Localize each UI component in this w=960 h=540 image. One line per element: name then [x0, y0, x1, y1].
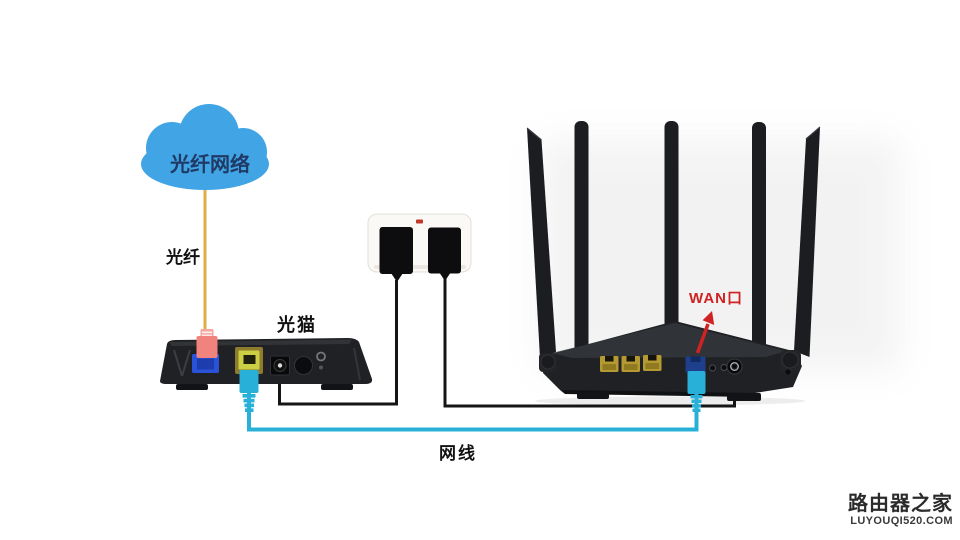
- lan-port: [600, 356, 619, 372]
- antenna-outer-left: [527, 128, 556, 358]
- watermark-title: 路由器之家: [848, 493, 953, 515]
- wan-port-label: WAN口: [689, 290, 743, 307]
- ethernet-plug-router: [687, 371, 706, 412]
- fiber-cable-label: 光纤: [166, 248, 200, 267]
- lan-port: [643, 355, 662, 371]
- modem-label: 光猫: [277, 315, 317, 335]
- wan-port: [685, 356, 706, 373]
- reset-button: [709, 364, 716, 372]
- lan-port: [621, 356, 640, 372]
- power-adapter-left: [379, 227, 413, 282]
- modem-lan-port: [235, 347, 263, 374]
- ethernet-plug-modem: [239, 370, 259, 412]
- ethernet-cable-label: 网线: [439, 444, 477, 463]
- antenna-hinge-left: [539, 353, 556, 372]
- modem-power-button: [294, 356, 313, 375]
- fiber-network-cloud: [141, 104, 269, 190]
- power-adapter-right: [428, 227, 461, 281]
- modem-fiber-port: [192, 354, 219, 373]
- antenna: [574, 121, 589, 357]
- fiber-connector: [196, 329, 218, 358]
- wan-arrow: [695, 311, 715, 354]
- modem-indicator-dot: [319, 365, 323, 370]
- router: [526, 121, 821, 406]
- modem-indicator-ring: [316, 351, 326, 362]
- background-wash: [540, 140, 900, 370]
- watermark: 路由器之家 LUYOUQI520.COM: [848, 494, 953, 527]
- modem-power-cable: [278, 280, 398, 406]
- router-dc-jack: [726, 358, 743, 375]
- modem: [160, 329, 373, 390]
- antenna-outer-right: [794, 127, 820, 357]
- antenna: [664, 121, 679, 347]
- wps-button: [720, 364, 728, 371]
- modem-dc-jack: [270, 355, 290, 376]
- ethernet-cable: [239, 370, 706, 432]
- router-antennas: [526, 121, 821, 358]
- socket-indicator: [416, 219, 423, 224]
- antenna-hinge-right: [780, 350, 801, 375]
- cloud-label: 光纤网络: [170, 154, 250, 176]
- watermark-site: LUYOUQI520.COM: [850, 515, 953, 527]
- antenna: [752, 122, 766, 356]
- router-lan-ports: [600, 355, 662, 372]
